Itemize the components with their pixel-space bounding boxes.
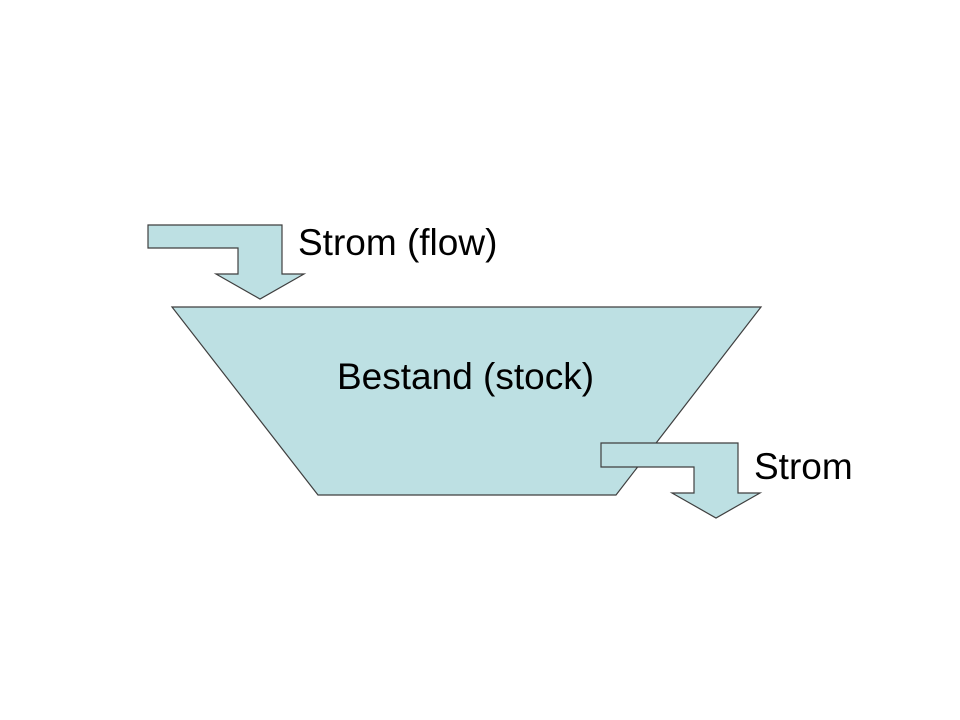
inflow-arrow <box>147 224 307 300</box>
stock-label: Bestand (stock) <box>337 356 595 397</box>
inflow-label: Strom (flow) <box>298 222 498 263</box>
outflow-label: Strom <box>754 446 853 487</box>
outflow-arrow <box>600 442 763 519</box>
